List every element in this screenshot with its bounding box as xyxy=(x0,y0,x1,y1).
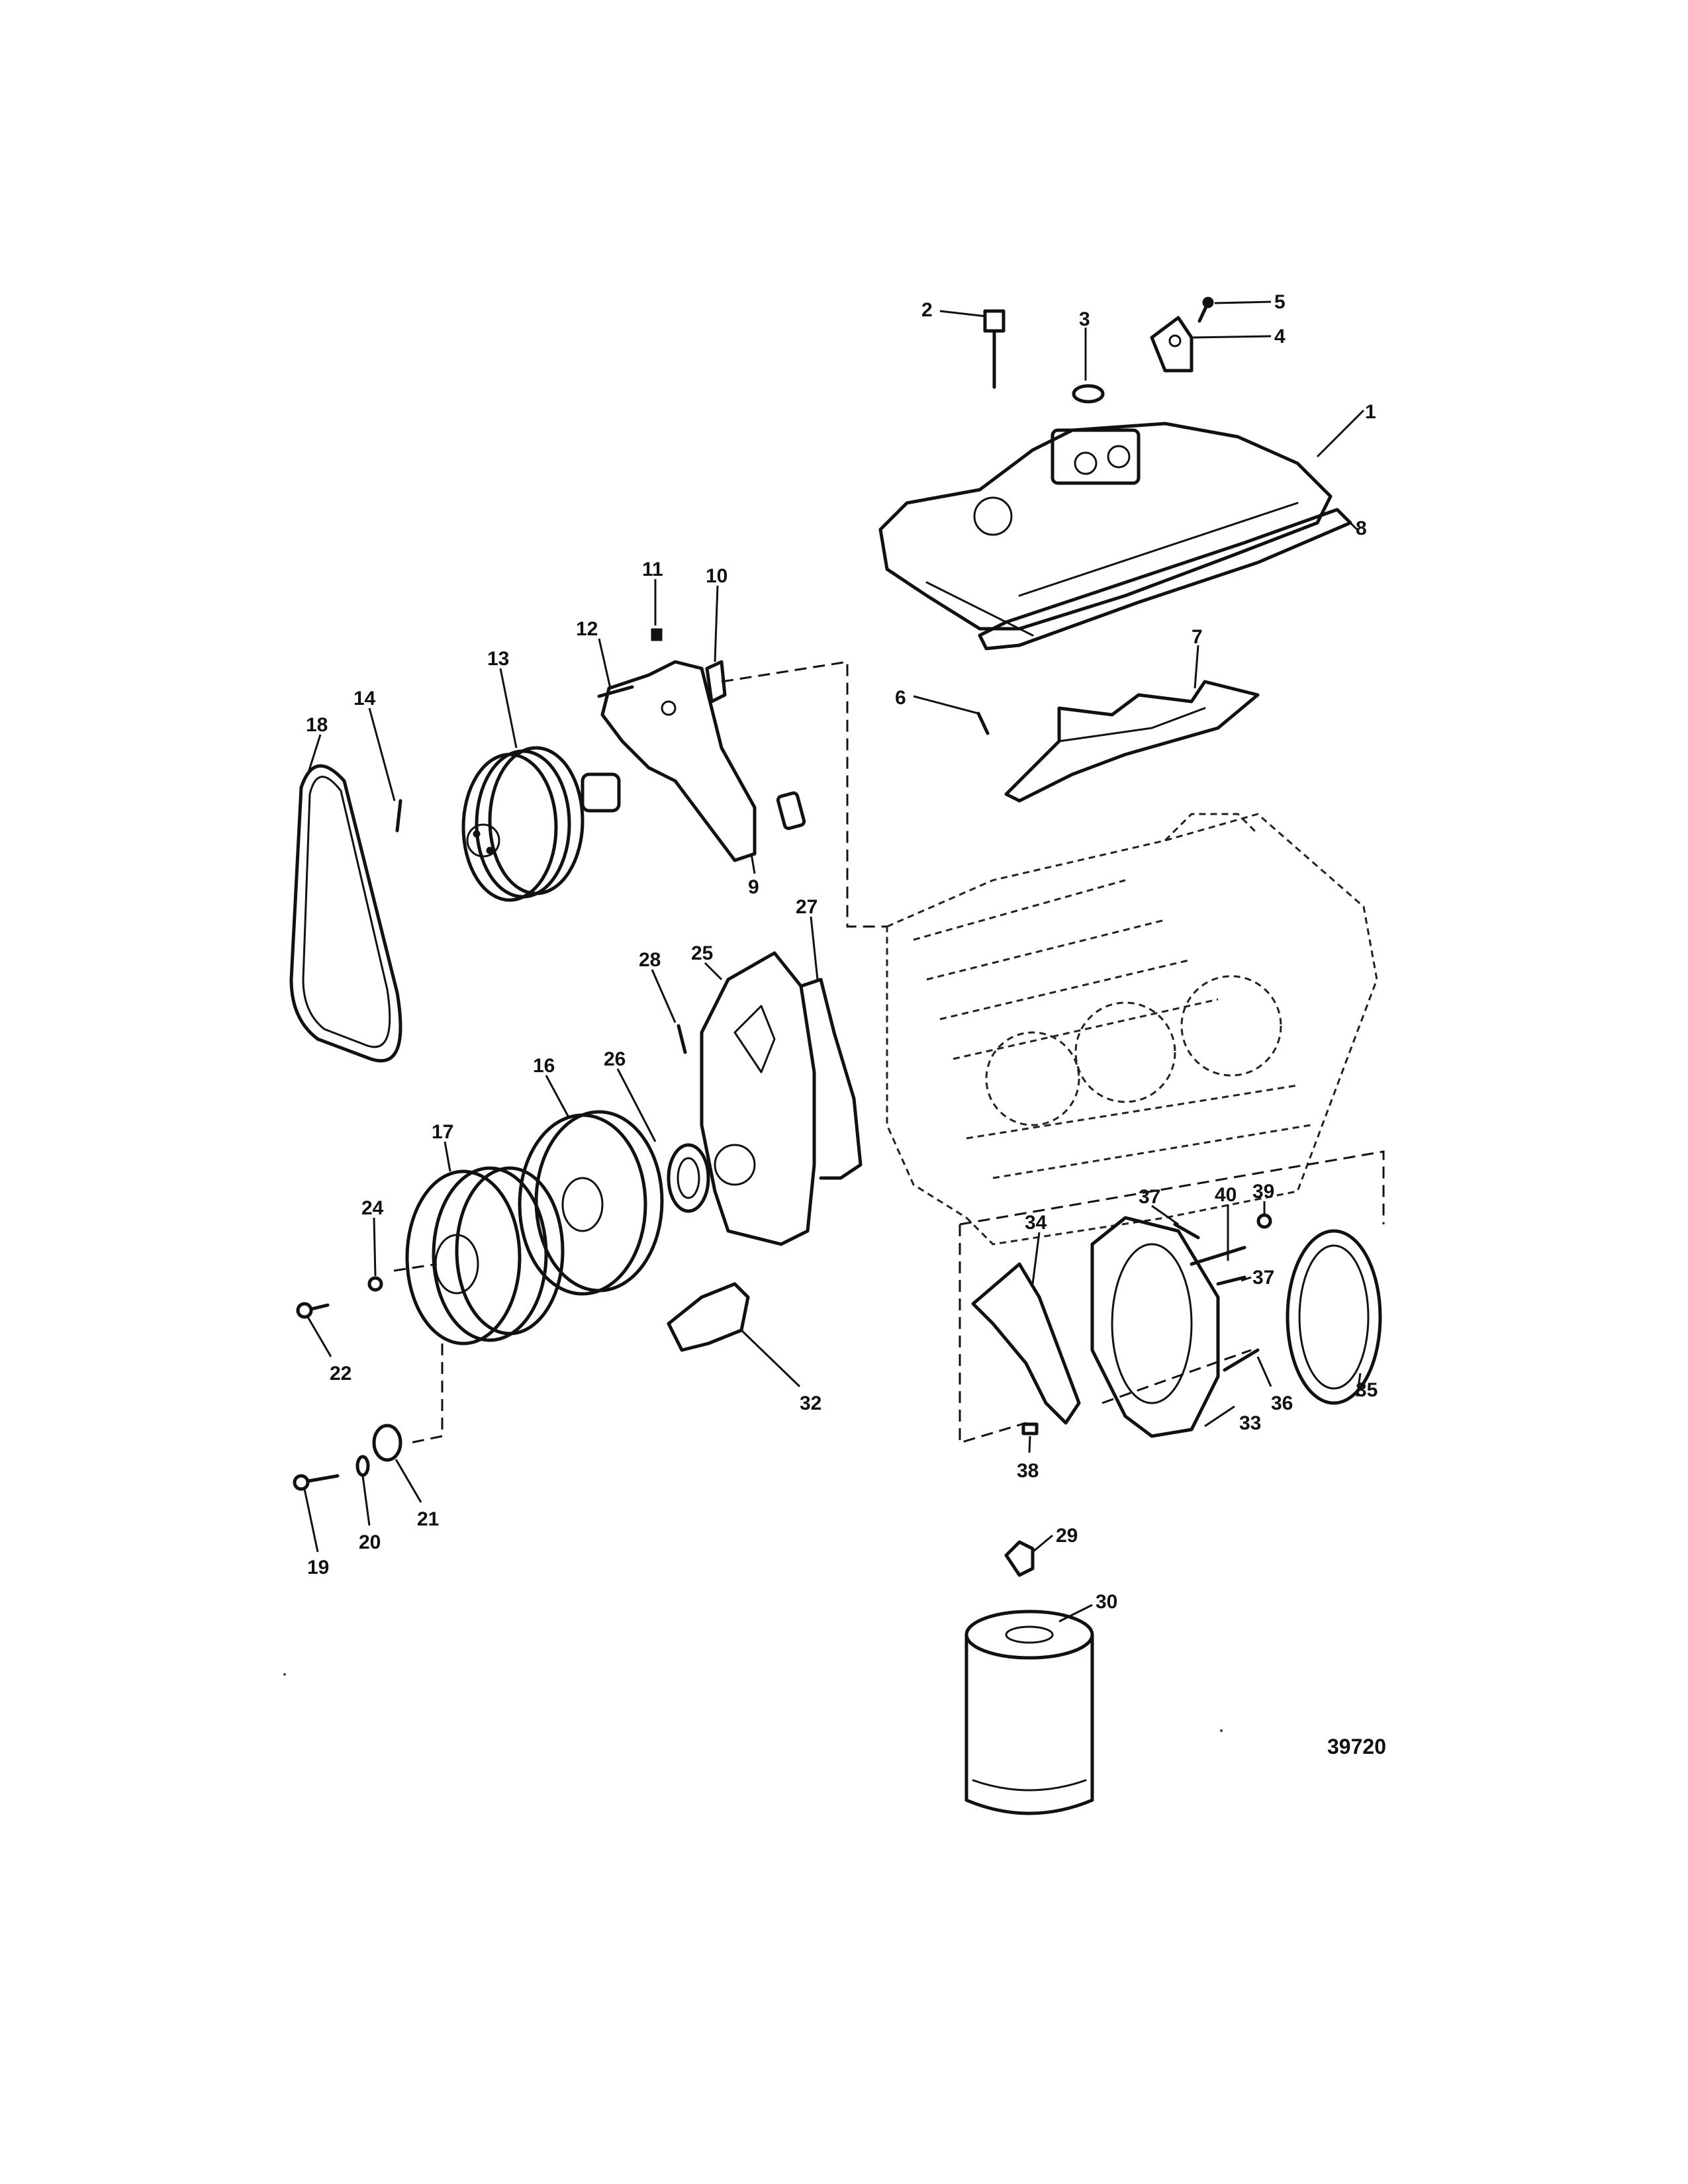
callout-11: 11 xyxy=(642,559,663,580)
bolt-28 xyxy=(677,1024,687,1054)
callout-8: 8 xyxy=(1356,518,1367,539)
bracket-4 xyxy=(1150,316,1194,373)
callout-21: 21 xyxy=(417,1508,439,1530)
callout-19: 19 xyxy=(307,1557,329,1578)
oil-filter xyxy=(964,1610,1094,1815)
figure-reference-number: 39720 xyxy=(1327,1735,1386,1758)
callout-32: 32 xyxy=(800,1392,821,1414)
callout-40: 40 xyxy=(1215,1184,1237,1206)
callout-4: 4 xyxy=(1274,326,1286,347)
plug-11 xyxy=(651,628,663,641)
crankshaft-pulley xyxy=(518,1110,664,1296)
callout-13: 13 xyxy=(487,648,509,670)
callout-33: 33 xyxy=(1239,1412,1261,1434)
drive-belt xyxy=(289,764,402,1063)
washer-20 xyxy=(355,1455,370,1477)
callout-3: 3 xyxy=(1079,308,1090,330)
callout-1: 1 xyxy=(1365,401,1376,423)
bolt-19 xyxy=(293,1474,340,1491)
screw-5 xyxy=(1197,296,1214,323)
front-seal xyxy=(667,1143,710,1213)
timing-cover-gasket xyxy=(799,978,863,1180)
bolt-36 xyxy=(1223,1348,1260,1372)
water-pump xyxy=(581,660,757,862)
bolt-2 xyxy=(983,309,1006,389)
callout-16: 16 xyxy=(533,1055,555,1077)
rear-main-seal xyxy=(1286,1229,1382,1405)
callout-labels: 1 2 3 4 5 6 7 8 9 10 11 12 13 14 16 17 1… xyxy=(306,291,1378,1613)
bolt-22 xyxy=(296,1302,330,1319)
bracket-32 xyxy=(667,1282,750,1352)
callout-26: 26 xyxy=(604,1048,626,1070)
callout-39: 39 xyxy=(1252,1181,1274,1203)
o-ring-3 xyxy=(1072,384,1105,404)
assembly-lines xyxy=(393,660,1385,1445)
washer-21 xyxy=(372,1424,402,1462)
callout-18: 18 xyxy=(306,714,328,736)
pin-38 xyxy=(1021,1422,1039,1435)
callout-25: 25 xyxy=(691,942,713,964)
callout-6: 6 xyxy=(895,687,906,709)
gasket-9-pad xyxy=(776,791,806,831)
callout-22: 22 xyxy=(330,1363,352,1385)
callout-12: 12 xyxy=(576,618,598,640)
callout-27: 27 xyxy=(796,896,818,918)
callout-29: 29 xyxy=(1056,1525,1078,1547)
washer-24 xyxy=(367,1276,383,1292)
pin-6 xyxy=(976,711,990,735)
callout-10: 10 xyxy=(706,565,727,587)
callout-7: 7 xyxy=(1192,626,1203,648)
rear-seal-gasket xyxy=(971,1262,1081,1425)
callout-5: 5 xyxy=(1274,291,1286,313)
callout-37b: 37 xyxy=(1252,1267,1274,1289)
callout-34: 34 xyxy=(1025,1212,1047,1234)
bolt-37b xyxy=(1216,1275,1246,1286)
callout-28: 28 xyxy=(639,949,661,971)
callout-30: 30 xyxy=(1096,1591,1117,1613)
callout-38: 38 xyxy=(1017,1460,1039,1482)
water-pump-pulley xyxy=(461,746,585,902)
callout-20: 20 xyxy=(359,1531,381,1553)
bolt-37a xyxy=(1173,1222,1200,1240)
callout-24: 24 xyxy=(361,1197,384,1219)
intake-manifold xyxy=(878,422,1333,637)
leader-lines xyxy=(303,300,1365,1623)
bolt-14 xyxy=(395,799,402,833)
gasket-10 xyxy=(705,660,727,704)
valley-cover xyxy=(1004,680,1260,803)
stud-40 xyxy=(1190,1246,1246,1266)
callout-37a: 37 xyxy=(1139,1186,1160,1208)
callout-35: 35 xyxy=(1356,1379,1378,1401)
callout-9: 9 xyxy=(748,876,759,898)
timing-cover xyxy=(700,951,816,1246)
engine-block xyxy=(886,813,1378,1246)
rear-seal-housing xyxy=(1090,1216,1220,1438)
callout-36: 36 xyxy=(1271,1392,1293,1414)
bolt-12 xyxy=(597,685,634,698)
callout-2: 2 xyxy=(921,299,933,321)
callout-14: 14 xyxy=(353,688,376,709)
oil-filter-adapter xyxy=(1004,1540,1035,1577)
harmonic-balancer xyxy=(405,1166,565,1345)
speck xyxy=(283,1673,286,1676)
callout-17: 17 xyxy=(432,1121,453,1143)
nut-39 xyxy=(1256,1213,1272,1229)
speck xyxy=(1220,1729,1223,1732)
